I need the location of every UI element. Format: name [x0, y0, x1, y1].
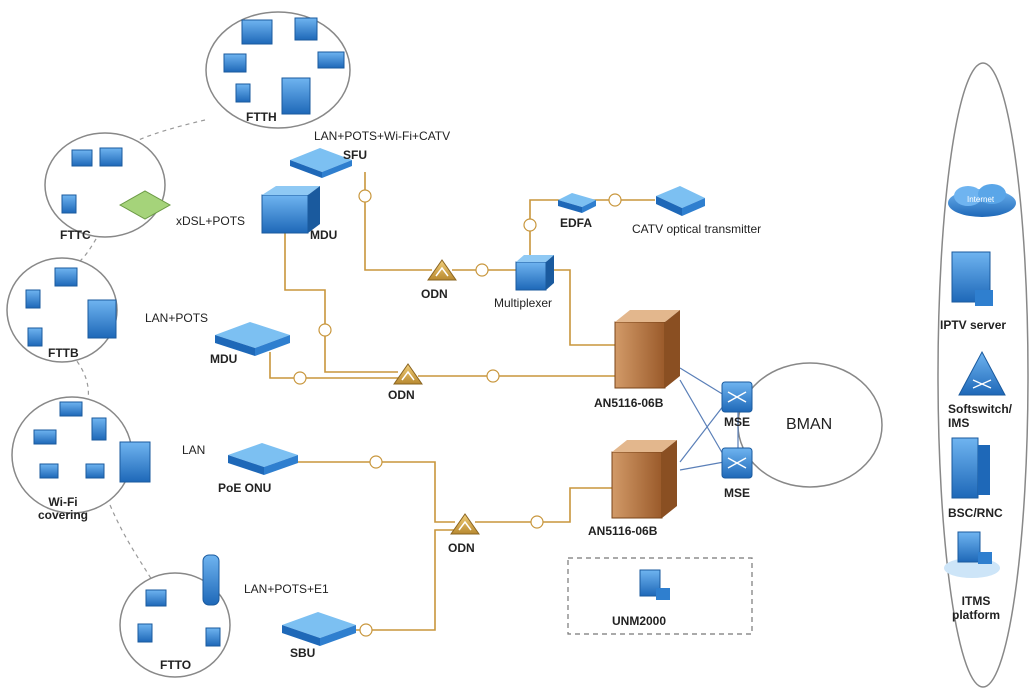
ftth-terminals — [223, 17, 345, 115]
mse-1-label: MSE — [724, 415, 751, 429]
unm-box — [567, 557, 753, 635]
olt-1-device — [614, 310, 680, 389]
edfa-device — [558, 193, 596, 213]
service-fttc-label: xDSL+POTS — [176, 214, 246, 228]
sbu-label: SBU — [290, 646, 316, 660]
mdu-c-device — [261, 186, 320, 234]
poe-onu-label: PoE ONU — [218, 481, 272, 495]
iptv-label: IPTV server — [940, 318, 1007, 332]
mse-2-device — [721, 447, 753, 479]
service-wifi-label: LAN — [182, 443, 206, 457]
olt-1-label: AN5116-06B — [594, 396, 664, 410]
scenario-ftto-label: FTTO — [160, 658, 192, 672]
iptv-server-icon — [951, 251, 993, 306]
odn-2-label: ODN — [388, 388, 415, 402]
olt-2-label: AN5116-06B — [588, 524, 658, 538]
fttc-board — [118, 190, 172, 220]
scenario-ftth-label: FTTH — [246, 110, 277, 124]
multiplexer-label: Multiplexer — [494, 296, 553, 310]
ftto-terminals — [137, 554, 221, 647]
mse-2-label: MSE — [724, 486, 751, 500]
edfa-label: EDFA — [560, 216, 593, 230]
catv-tx-device — [656, 186, 705, 216]
sbu-device — [282, 612, 356, 646]
fttb-terminals — [25, 267, 117, 347]
fiber-links — [269, 172, 655, 631]
mdu-b-label: MDU — [210, 352, 238, 366]
mdu-c-label: MDU — [310, 228, 338, 242]
bsc-label: BSC/RNC — [948, 506, 1003, 520]
odn-1-label: ODN — [421, 287, 448, 301]
softswitch-icon — [958, 350, 1006, 396]
sfu-label: SFU — [343, 148, 367, 162]
bsc-icon — [951, 437, 990, 499]
mse-links — [679, 367, 739, 471]
softswitch-label: Softswitch/ IMS — [948, 402, 1013, 430]
itms-label: ITMS platform — [952, 594, 1000, 622]
multiplexer-device — [515, 255, 554, 291]
service-ftto-label: LAN+POTS+E1 — [244, 582, 329, 596]
scenario-fttb-label: FTTB — [48, 346, 79, 360]
poe-onu-device — [228, 443, 298, 475]
unm-server-icon — [639, 569, 670, 600]
internet-cloud-icon — [948, 184, 1016, 217]
sfu-device — [290, 148, 352, 178]
service-fttb-label: LAN+POTS — [145, 311, 209, 325]
bman-label: BMAN — [786, 416, 833, 433]
fttc-terminals — [61, 147, 123, 214]
odn-nodes — [393, 259, 480, 535]
service-ftth-label: LAN+POTS+Wi-Fi+CATV — [314, 129, 451, 143]
internet-label: Internet — [967, 195, 995, 204]
catv-tx-label: CATV optical transmitter — [632, 222, 762, 236]
scenario-fttc-label: FTTC — [60, 228, 91, 242]
scenario-ring — [71, 119, 206, 586]
odn-3-label: ODN — [448, 541, 475, 555]
olt-2-device — [611, 440, 677, 519]
fiber-markers — [293, 189, 622, 637]
unm-label: UNM2000 — [612, 614, 667, 628]
wifi-terminals — [33, 401, 151, 483]
scenario-wifi-label: Wi-Fi covering — [38, 495, 89, 522]
itms-icon — [944, 531, 1000, 578]
mdu-b-device — [215, 322, 290, 356]
mse-1-device — [721, 381, 753, 413]
